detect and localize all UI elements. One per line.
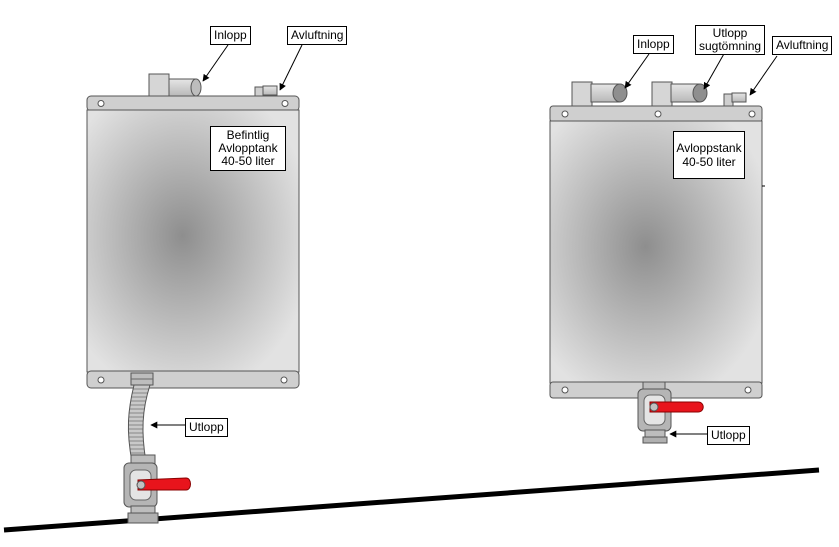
left-inlet-label: Inlopp: [210, 26, 251, 45]
left-desc-line2: Avlopptank: [218, 141, 278, 155]
left-vent-label: Avluftning: [287, 26, 348, 45]
right-suction-line1: Utlopp: [712, 26, 748, 40]
left-inlet-label-text: Inlopp: [214, 28, 247, 42]
right-inlet-label: Inlopp: [633, 35, 674, 54]
right-vent-label: Avluftning: [772, 36, 833, 55]
left-flex-hose: [127, 384, 151, 463]
right-desc-line1: Avloppstank: [676, 141, 742, 155]
left-tank-description: Befintlig Avlopptank 40-50 liter: [210, 126, 286, 171]
right-tank: [549, 81, 765, 444]
right-inlet-label-text: Inlopp: [637, 37, 670, 51]
right-desc-line2: 40-50 liter: [682, 155, 736, 169]
right-tank-description: Avloppstank 40-50 liter: [673, 131, 745, 179]
right-vent-label-text: Avluftning: [776, 38, 829, 52]
left-desc-line1: Befintlig: [226, 128, 270, 142]
right-suction-line2: sugtömning: [699, 39, 762, 53]
left-desc-line3: 40-50 liter: [221, 154, 275, 168]
right-outlet-label-text: Utlopp: [711, 428, 746, 442]
right-suction-label: Utlopp sugtömning: [695, 25, 766, 55]
left-tank-top-flange: [86, 95, 300, 112]
leader-arrows: [150, 44, 778, 438]
right-outlet-label: Utlopp: [707, 426, 750, 445]
left-vent-label-text: Avluftning: [291, 28, 344, 42]
left-outlet-label: Utlopp: [185, 418, 228, 437]
right-valve-handle: [649, 401, 704, 413]
left-outlet-label-text: Utlopp: [189, 420, 224, 434]
left-valve-handle: [136, 477, 191, 491]
left-tank-bottom-flange: [86, 370, 300, 389]
